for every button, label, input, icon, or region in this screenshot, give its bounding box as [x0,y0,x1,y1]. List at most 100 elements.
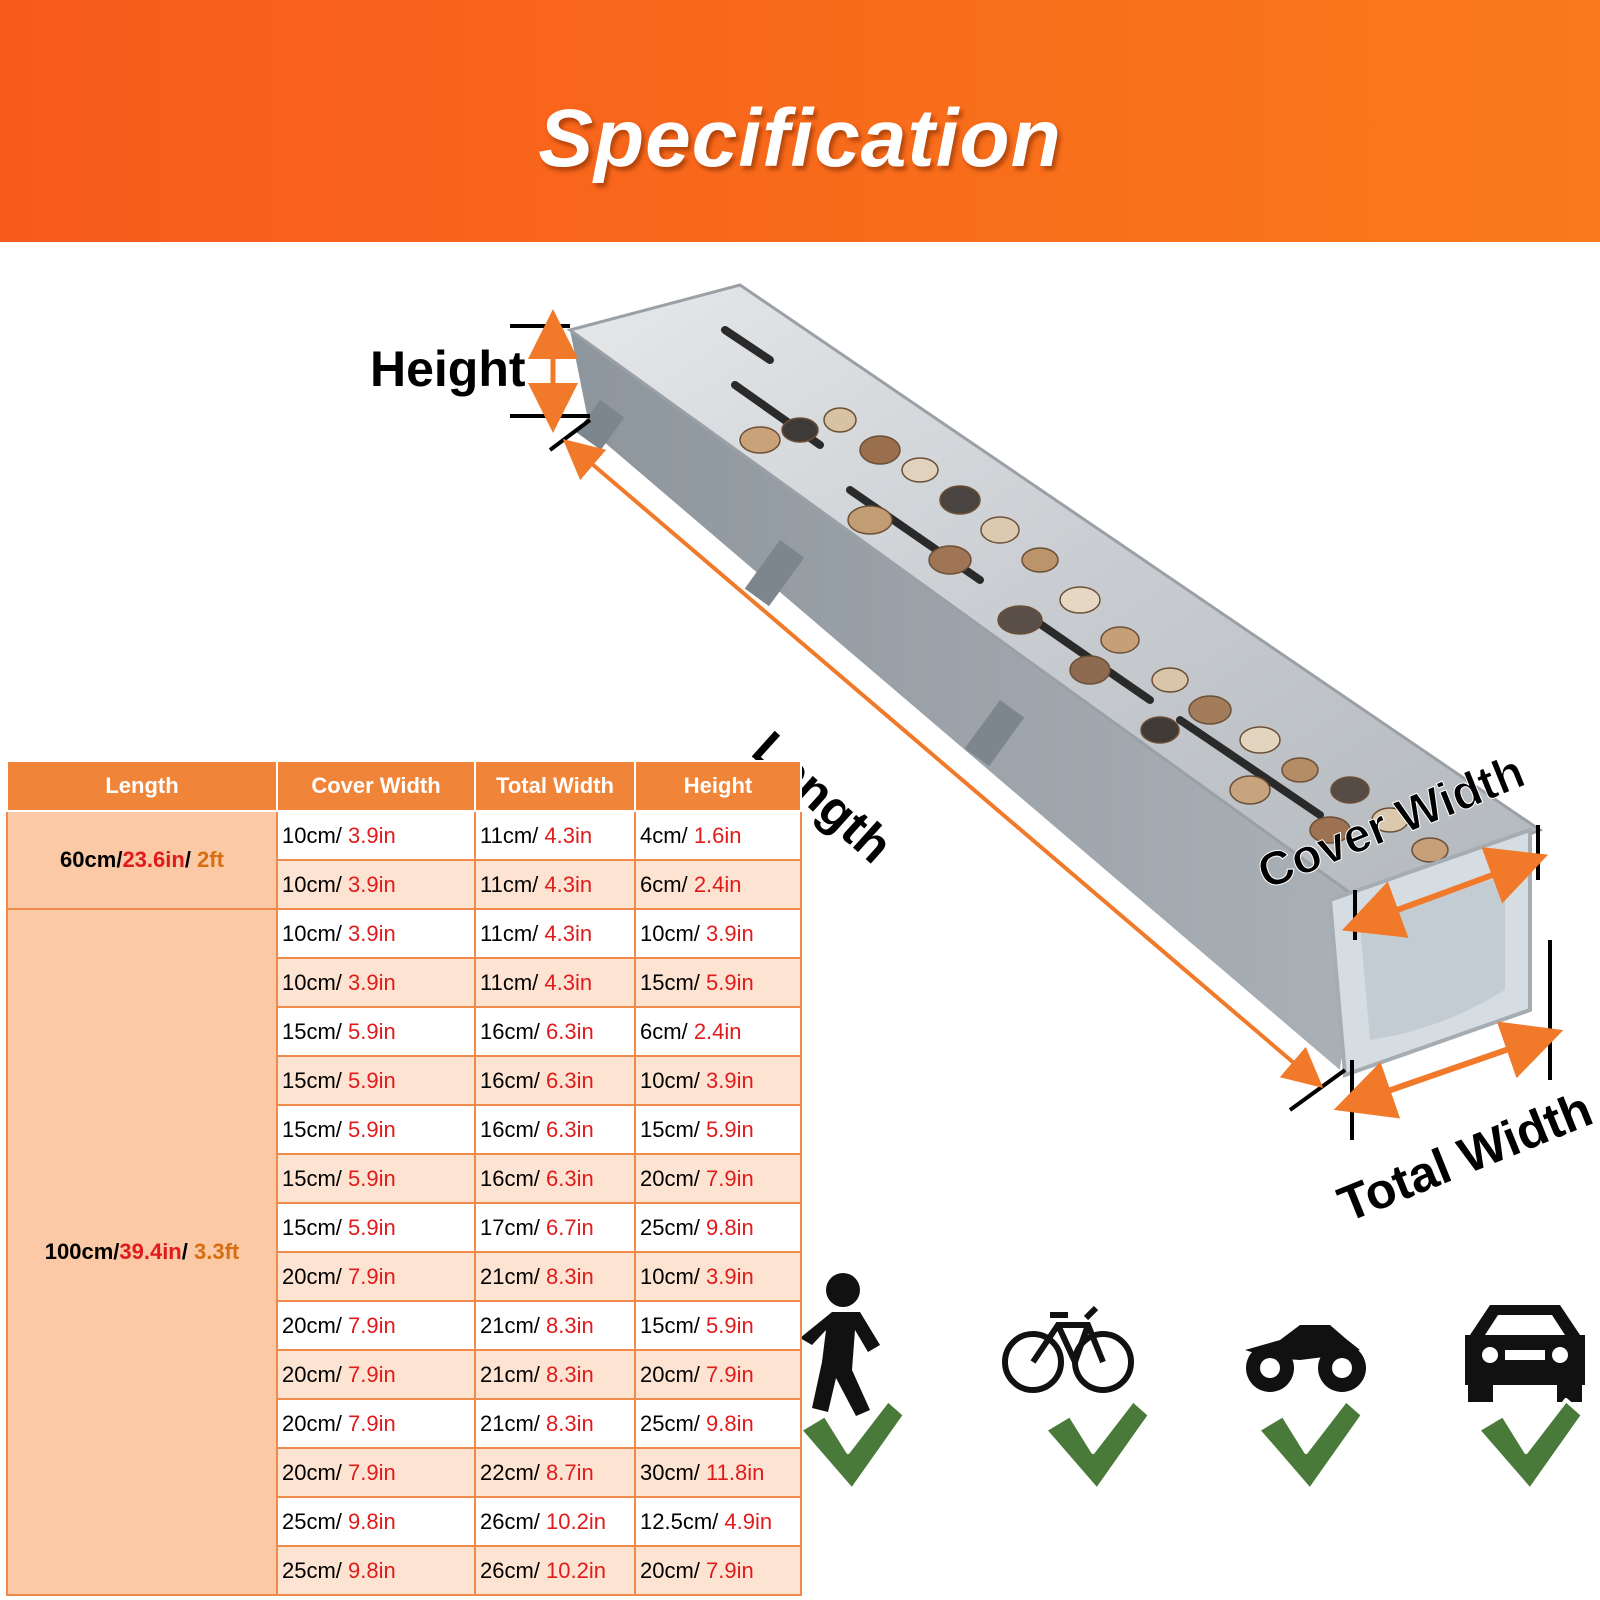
value-cm: 15cm/ [282,1214,342,1240]
value-cm: 16cm/ [480,1116,540,1142]
value-in: 8.7in [546,1459,594,1485]
value-cm: 10cm/ [282,822,342,848]
value-in: 4.3in [544,920,593,946]
value-in: 6.3in [546,1165,594,1191]
value-cm: 6cm/ [640,1018,688,1044]
value-cm: 21cm/ [480,1263,540,1289]
height-cell: 15cm/ 5.9in [634,1104,802,1155]
pedestrian-icon [800,1273,880,1416]
value-cm: 20cm/ [282,1459,342,1485]
cover-width-cell: 25cm/ 9.8in [276,1545,476,1596]
value-cm: 11cm/ [480,920,539,946]
specification-table: Length Cover Width Total Width Height 60… [6,760,802,1596]
value-cm: 20cm/ [640,1361,700,1387]
length-in: 23.6in [122,847,185,872]
cover-width-cell: 20cm/ 7.9in [276,1447,476,1498]
value-in: 3.9in [348,920,396,946]
value-in: 10.2in [546,1508,606,1534]
column-header-length: Length [6,760,278,812]
value-in: 5.9in [348,1165,396,1191]
value-cm: 16cm/ [480,1165,540,1191]
bicycle-icon [1002,1305,1134,1393]
value-cm: 30cm/ [640,1459,700,1485]
total-width-cell: 11cm/ 4.3in [474,859,636,910]
value-cm: 6cm/ [640,871,688,897]
value-in: 7.9in [706,1557,754,1583]
value-cm: 10cm/ [282,969,342,995]
value-in: 4.3in [544,822,593,848]
total-width-cell: 21cm/ 8.3in [474,1251,636,1302]
value-cm: 15cm/ [640,1116,700,1142]
length-ft: 3.3ft [193,1239,240,1264]
value-in: 7.9in [706,1361,754,1387]
cover-width-cell: 15cm/ 5.9in [276,1202,476,1253]
height-cell: 20cm/ 7.9in [634,1153,802,1204]
value-in: 4.3in [544,969,593,995]
height-cell: 20cm/ 7.9in [634,1545,802,1596]
height-cell: 6cm/ 2.4in [634,859,802,910]
length-separator: / [181,1239,194,1264]
check-icon [1043,1398,1152,1492]
length-cm: 60cm/ [60,847,123,872]
total-width-cell: 11cm/ 4.3in [474,957,636,1008]
value-cm: 10cm/ [640,1067,700,1093]
check-icon [1256,1398,1365,1492]
value-cm: 20cm/ [640,1557,700,1583]
value-cm: 10cm/ [282,871,342,897]
value-cm: 25cm/ [640,1410,700,1436]
total-width-cell: 16cm/ 6.3in [474,1104,636,1155]
height-dimension-label: Height [370,341,526,397]
value-cm: 15cm/ [282,1067,342,1093]
value-cm: 11cm/ [480,969,539,995]
value-cm: 10cm/ [640,1263,700,1289]
value-in: 4.9in [724,1508,773,1534]
value-in: 8.3in [546,1361,594,1387]
value-cm: 16cm/ [480,1018,540,1044]
value-in: 5.9in [706,969,754,995]
value-in: 3.9in [348,822,396,848]
cover-width-cell: 10cm/ 3.9in [276,810,476,861]
value-in: 3.9in [706,1067,754,1093]
total-width-cell: 17cm/ 6.7in [474,1202,636,1253]
cover-width-cell: 10cm/ 3.9in [276,908,476,959]
value-cm: 15cm/ [282,1165,342,1191]
height-cell: 15cm/ 5.9in [634,1300,802,1351]
value-in: 3.9in [348,969,396,995]
motorcycle-icon [1245,1325,1366,1392]
value-cm: 15cm/ [640,969,700,995]
value-cm: 20cm/ [282,1410,342,1436]
cover-width-cell: 25cm/ 9.8in [276,1496,476,1547]
page-title: Specification [538,93,1062,184]
total-width-cell: 16cm/ 6.3in [474,1006,636,1057]
value-cm: 10cm/ [282,920,342,946]
height-cell: 25cm/ 9.8in [634,1398,802,1449]
value-cm: 20cm/ [282,1312,342,1338]
value-cm: 22cm/ [480,1459,540,1485]
value-in: 7.9in [348,1263,396,1289]
value-in: 2.4in [693,1018,742,1044]
value-cm: 25cm/ [640,1214,700,1240]
value-in: 5.9in [348,1067,396,1093]
height-cell: 15cm/ 5.9in [634,957,802,1008]
check-icon [1476,1398,1585,1492]
cover-width-cell: 15cm/ 5.9in [276,1153,476,1204]
value-in: 9.8in [706,1214,754,1240]
length-cm: 100cm/ [44,1239,120,1264]
total-width-cell: 21cm/ 8.3in [474,1349,636,1400]
value-in: 8.3in [546,1263,594,1289]
column-header-height: Height [634,760,802,812]
value-in: 7.9in [348,1361,396,1387]
value-cm: 11cm/ [480,822,539,848]
length-cell: 100cm/39.4in/ 3.3ft [6,908,278,1596]
